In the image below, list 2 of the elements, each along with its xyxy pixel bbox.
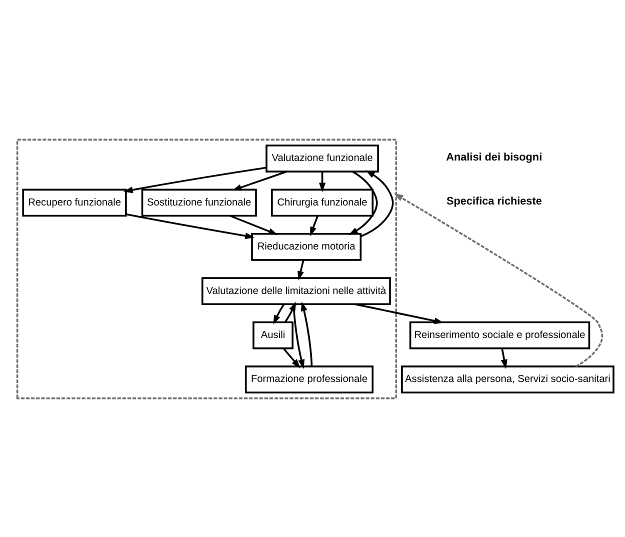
label: Specifica richieste xyxy=(446,195,542,208)
label: Analisi dei bisogni xyxy=(446,150,542,163)
